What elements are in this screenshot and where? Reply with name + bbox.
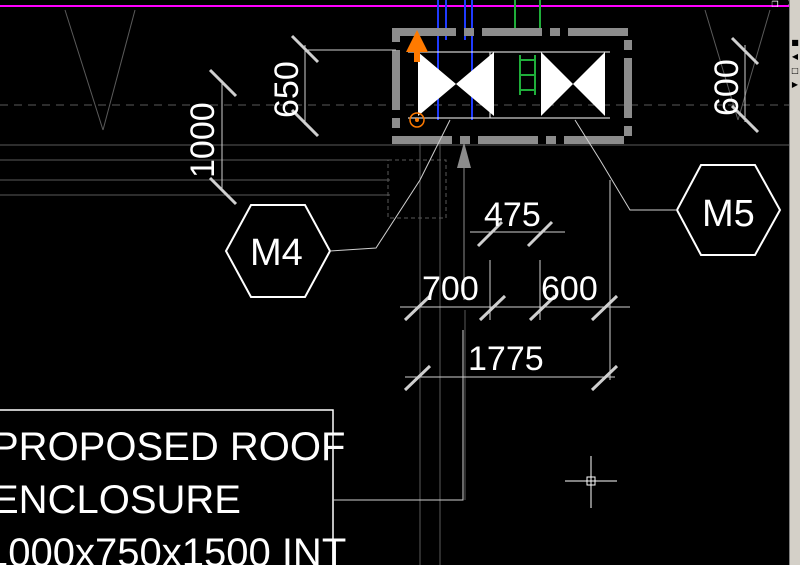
restore-icon[interactable]: ❐ xyxy=(771,0,779,9)
tag-m5[interactable]: M5 xyxy=(574,119,782,256)
dim-700-600 xyxy=(400,260,630,322)
dim-text-1000: 1000 xyxy=(184,102,222,178)
dim-text-650: 650 xyxy=(268,61,306,118)
dim-475 xyxy=(470,220,565,248)
dim-1000 xyxy=(208,68,238,206)
dim-text-1775: 1775 xyxy=(468,340,544,378)
toolbar-icon-4[interactable]: ▶ xyxy=(791,80,799,89)
crosshair-cursor xyxy=(565,456,617,508)
dim-650 xyxy=(290,34,396,138)
toolbar-icon-1[interactable]: ■ xyxy=(791,38,799,47)
tag-m5-label: M5 xyxy=(702,193,755,235)
right-toolbar: ■ ◀ □ ▶ xyxy=(789,0,800,565)
toolbar-icon-3[interactable]: □ xyxy=(791,66,799,75)
dim-text-600-rotated: 600 xyxy=(708,59,746,116)
tag-m4[interactable]: M4 xyxy=(224,119,451,298)
roof-enclosure-outline xyxy=(392,28,632,144)
dim-text-600: 600 xyxy=(541,270,598,308)
tag-m4-label: M4 xyxy=(250,232,303,274)
dim-600-right xyxy=(730,36,760,134)
dim-text-700: 700 xyxy=(422,270,479,308)
dim-text-475: 475 xyxy=(484,196,541,234)
toolbar-icon-2[interactable]: ◀ xyxy=(791,52,799,61)
green-pipe xyxy=(514,0,541,95)
enclosure-note[interactable]: PROPOSED ROOF ENCLOSURE 1000x750x1500 IN… xyxy=(0,330,464,565)
note-line-3: 1000x750x1500 INT xyxy=(0,531,346,565)
gray-pointer-arrow xyxy=(457,142,471,300)
dim-1775 xyxy=(403,180,619,392)
m4-damper-symbol xyxy=(418,52,494,116)
blue-pipe xyxy=(437,0,473,120)
note-line-2: ENCLOSURE xyxy=(0,478,241,522)
orange-flow-arrow xyxy=(406,30,428,128)
note-line-1: PROPOSED ROOF xyxy=(0,425,345,469)
m5-damper-symbol xyxy=(541,52,605,116)
